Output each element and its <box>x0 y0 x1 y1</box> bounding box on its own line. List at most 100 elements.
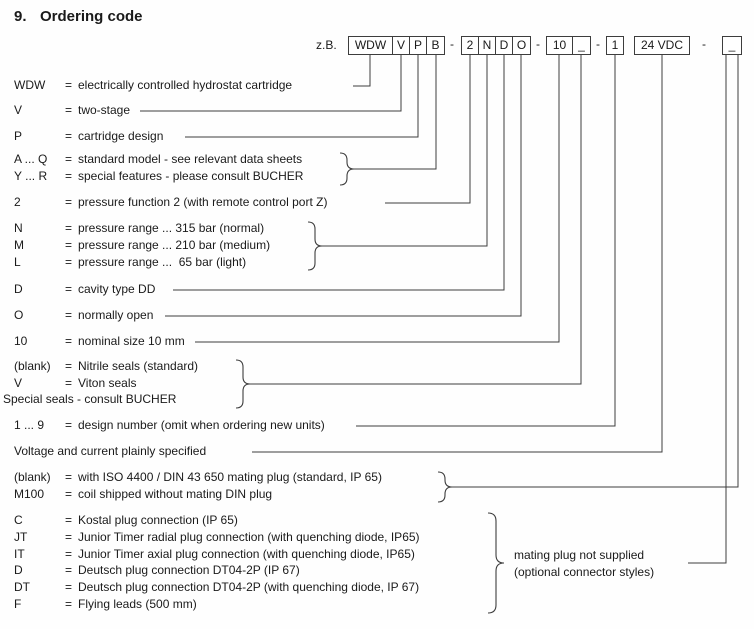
equals-sign: = <box>65 129 73 143</box>
row-description: normally open <box>78 308 154 322</box>
row-description: Flying leads (500 mm) <box>78 597 197 611</box>
leader-line-seals <box>250 55 582 385</box>
leader-line-v <box>140 55 402 112</box>
row-description: with ISO 4400 / DIN 43 650 mating plug (… <box>78 470 382 484</box>
equals-sign: = <box>65 152 73 166</box>
row-code: V <box>14 103 23 117</box>
legend-row-normally-open: O=normally open <box>14 308 153 323</box>
code-box-d: D <box>495 36 513 55</box>
row-description: Viton seals <box>78 376 137 390</box>
row-code: C <box>14 513 23 527</box>
legend-row-deutsch-diode: DT=Deutsch plug connection DT04-2P (with… <box>14 580 419 595</box>
row-description: nominal size 10 mm <box>78 334 185 348</box>
row-code: 1 ... 9 <box>14 418 45 432</box>
row-description: Junior Timer radial plug connection (wit… <box>78 530 420 544</box>
equals-sign: = <box>65 78 73 92</box>
legend-row-deutsch: D=Deutsch plug connection DT04-2P (IP 67… <box>14 563 300 578</box>
row-description: pressure range ... 315 bar (normal) <box>78 221 265 235</box>
leader-line-design <box>356 55 616 427</box>
leader-line-n <box>322 55 488 247</box>
code-box-seal: _ <box>572 36 591 55</box>
row-code: Y ... R <box>14 169 48 183</box>
equals-sign: = <box>65 547 73 561</box>
legend-row-v: V=two-stage <box>14 103 130 118</box>
legend-row-nitrile-seals: (blank)=Nitrile seals (standard) <box>14 359 198 374</box>
code-box-connector: _ <box>722 36 742 55</box>
row-code: JT <box>14 530 28 544</box>
code-box-n: N <box>478 36 496 55</box>
leader-line-connector <box>688 55 727 564</box>
leader-line-o <box>165 55 522 317</box>
section-number: 9. <box>14 8 27 25</box>
row-description: pressure range ... 65 bar (light) <box>78 255 247 269</box>
legend-row-kostal: C=Kostal plug connection (IP 65) <box>14 513 238 528</box>
row-description: Special seals - consult BUCHER <box>3 392 177 406</box>
row-code: A ... Q <box>14 152 48 166</box>
row-description: design number (omit when ordering new un… <box>78 418 325 432</box>
side-note-line1: mating plug not supplied <box>514 548 645 562</box>
row-description: electrically controlled hydrostat cartri… <box>78 78 293 92</box>
legend-row-cavity: D=cavity type DD <box>14 282 155 297</box>
row-code: P <box>14 129 23 143</box>
legend-row-flying-leads: F = Flying leads (500 mm) <box>14 597 197 612</box>
code-separator: - <box>702 37 706 51</box>
row-description: cavity type DD <box>78 282 156 296</box>
leader-line-mating-plug <box>452 55 739 488</box>
legend-row-p: P = cartridge design <box>14 129 163 144</box>
leader-line-b <box>354 55 437 170</box>
legend-row-range-light: L=pressure range ... 65 bar (light) <box>14 255 246 270</box>
brace-model-group <box>339 152 355 186</box>
legend-row-special-features: Y ... R=special features - please consul… <box>14 169 303 184</box>
brace-connector-group <box>487 512 505 614</box>
row-description: pressure range ... 210 bar (medium) <box>78 238 271 252</box>
row-description: Voltage and current plainly specified <box>14 444 207 458</box>
example-label: z.B. <box>316 38 337 52</box>
code-box-v: V <box>392 36 410 55</box>
leader-line-d <box>173 55 505 291</box>
code-box-2: 2 <box>461 36 479 55</box>
equals-sign: = <box>65 221 73 235</box>
equals-sign: = <box>65 169 73 183</box>
code-box-b: B <box>426 36 445 55</box>
equals-sign: = <box>65 376 73 390</box>
row-code: N <box>14 221 23 235</box>
equals-sign: = <box>65 418 73 432</box>
leader-line-2 <box>385 55 471 204</box>
row-description: standard model - see relevant data sheet… <box>78 152 303 166</box>
brace-pressure-range-group <box>307 221 323 271</box>
brace-mating-plug-group <box>437 471 453 503</box>
code-box-design: 1 <box>606 36 624 55</box>
equals-sign: = <box>65 195 73 209</box>
row-code: F <box>14 597 22 611</box>
row-code: D <box>14 282 23 296</box>
row-description: cartridge design <box>78 129 164 143</box>
legend-row-m100: M100=coil shipped without mating DIN plu… <box>14 487 272 502</box>
legend-row-pressure-function: 2=pressure function 2 (with remote contr… <box>14 195 327 210</box>
code-box-10: 10 <box>546 36 573 55</box>
legend-row-nominal-size: 10=nominal size 10 mm <box>14 334 185 349</box>
row-description: Deutsch plug connection DT04-2P (with qu… <box>78 580 420 594</box>
row-code: D <box>14 563 23 577</box>
row-code: M100 <box>14 487 45 501</box>
legend-row-range-normal: N = pressure range ... 315 bar (normal) <box>14 221 264 236</box>
legend-row-iso-plug: (blank)=with ISO 4400 / DIN 43 650 matin… <box>14 470 382 485</box>
leader-line-10 <box>195 55 560 343</box>
row-code: 10 <box>14 334 28 348</box>
code-box-p: P <box>409 36 427 55</box>
equals-sign: = <box>65 308 73 322</box>
code-box-voltage: 24 VDC <box>634 36 690 55</box>
equals-sign: = <box>65 563 73 577</box>
row-description: coil shipped without mating DIN plug <box>78 487 273 501</box>
row-code: (blank) <box>14 359 51 373</box>
row-code: L <box>14 255 21 269</box>
equals-sign: = <box>65 597 73 611</box>
code-box-wdw: WDW <box>348 36 393 55</box>
code-separator: - <box>536 37 540 51</box>
row-code: IT <box>14 547 25 561</box>
code-box-o: O <box>512 36 531 55</box>
row-description: Junior Timer axial plug connection (with… <box>78 547 415 561</box>
row-description: Nitrile seals (standard) <box>78 359 199 373</box>
equals-sign: = <box>65 513 73 527</box>
legend-row-standard-model: A ... Q = standard model - see relevant da… <box>14 152 302 167</box>
legend-row-wdw: WDW=electrically controlled hydrostat ca… <box>14 78 292 93</box>
